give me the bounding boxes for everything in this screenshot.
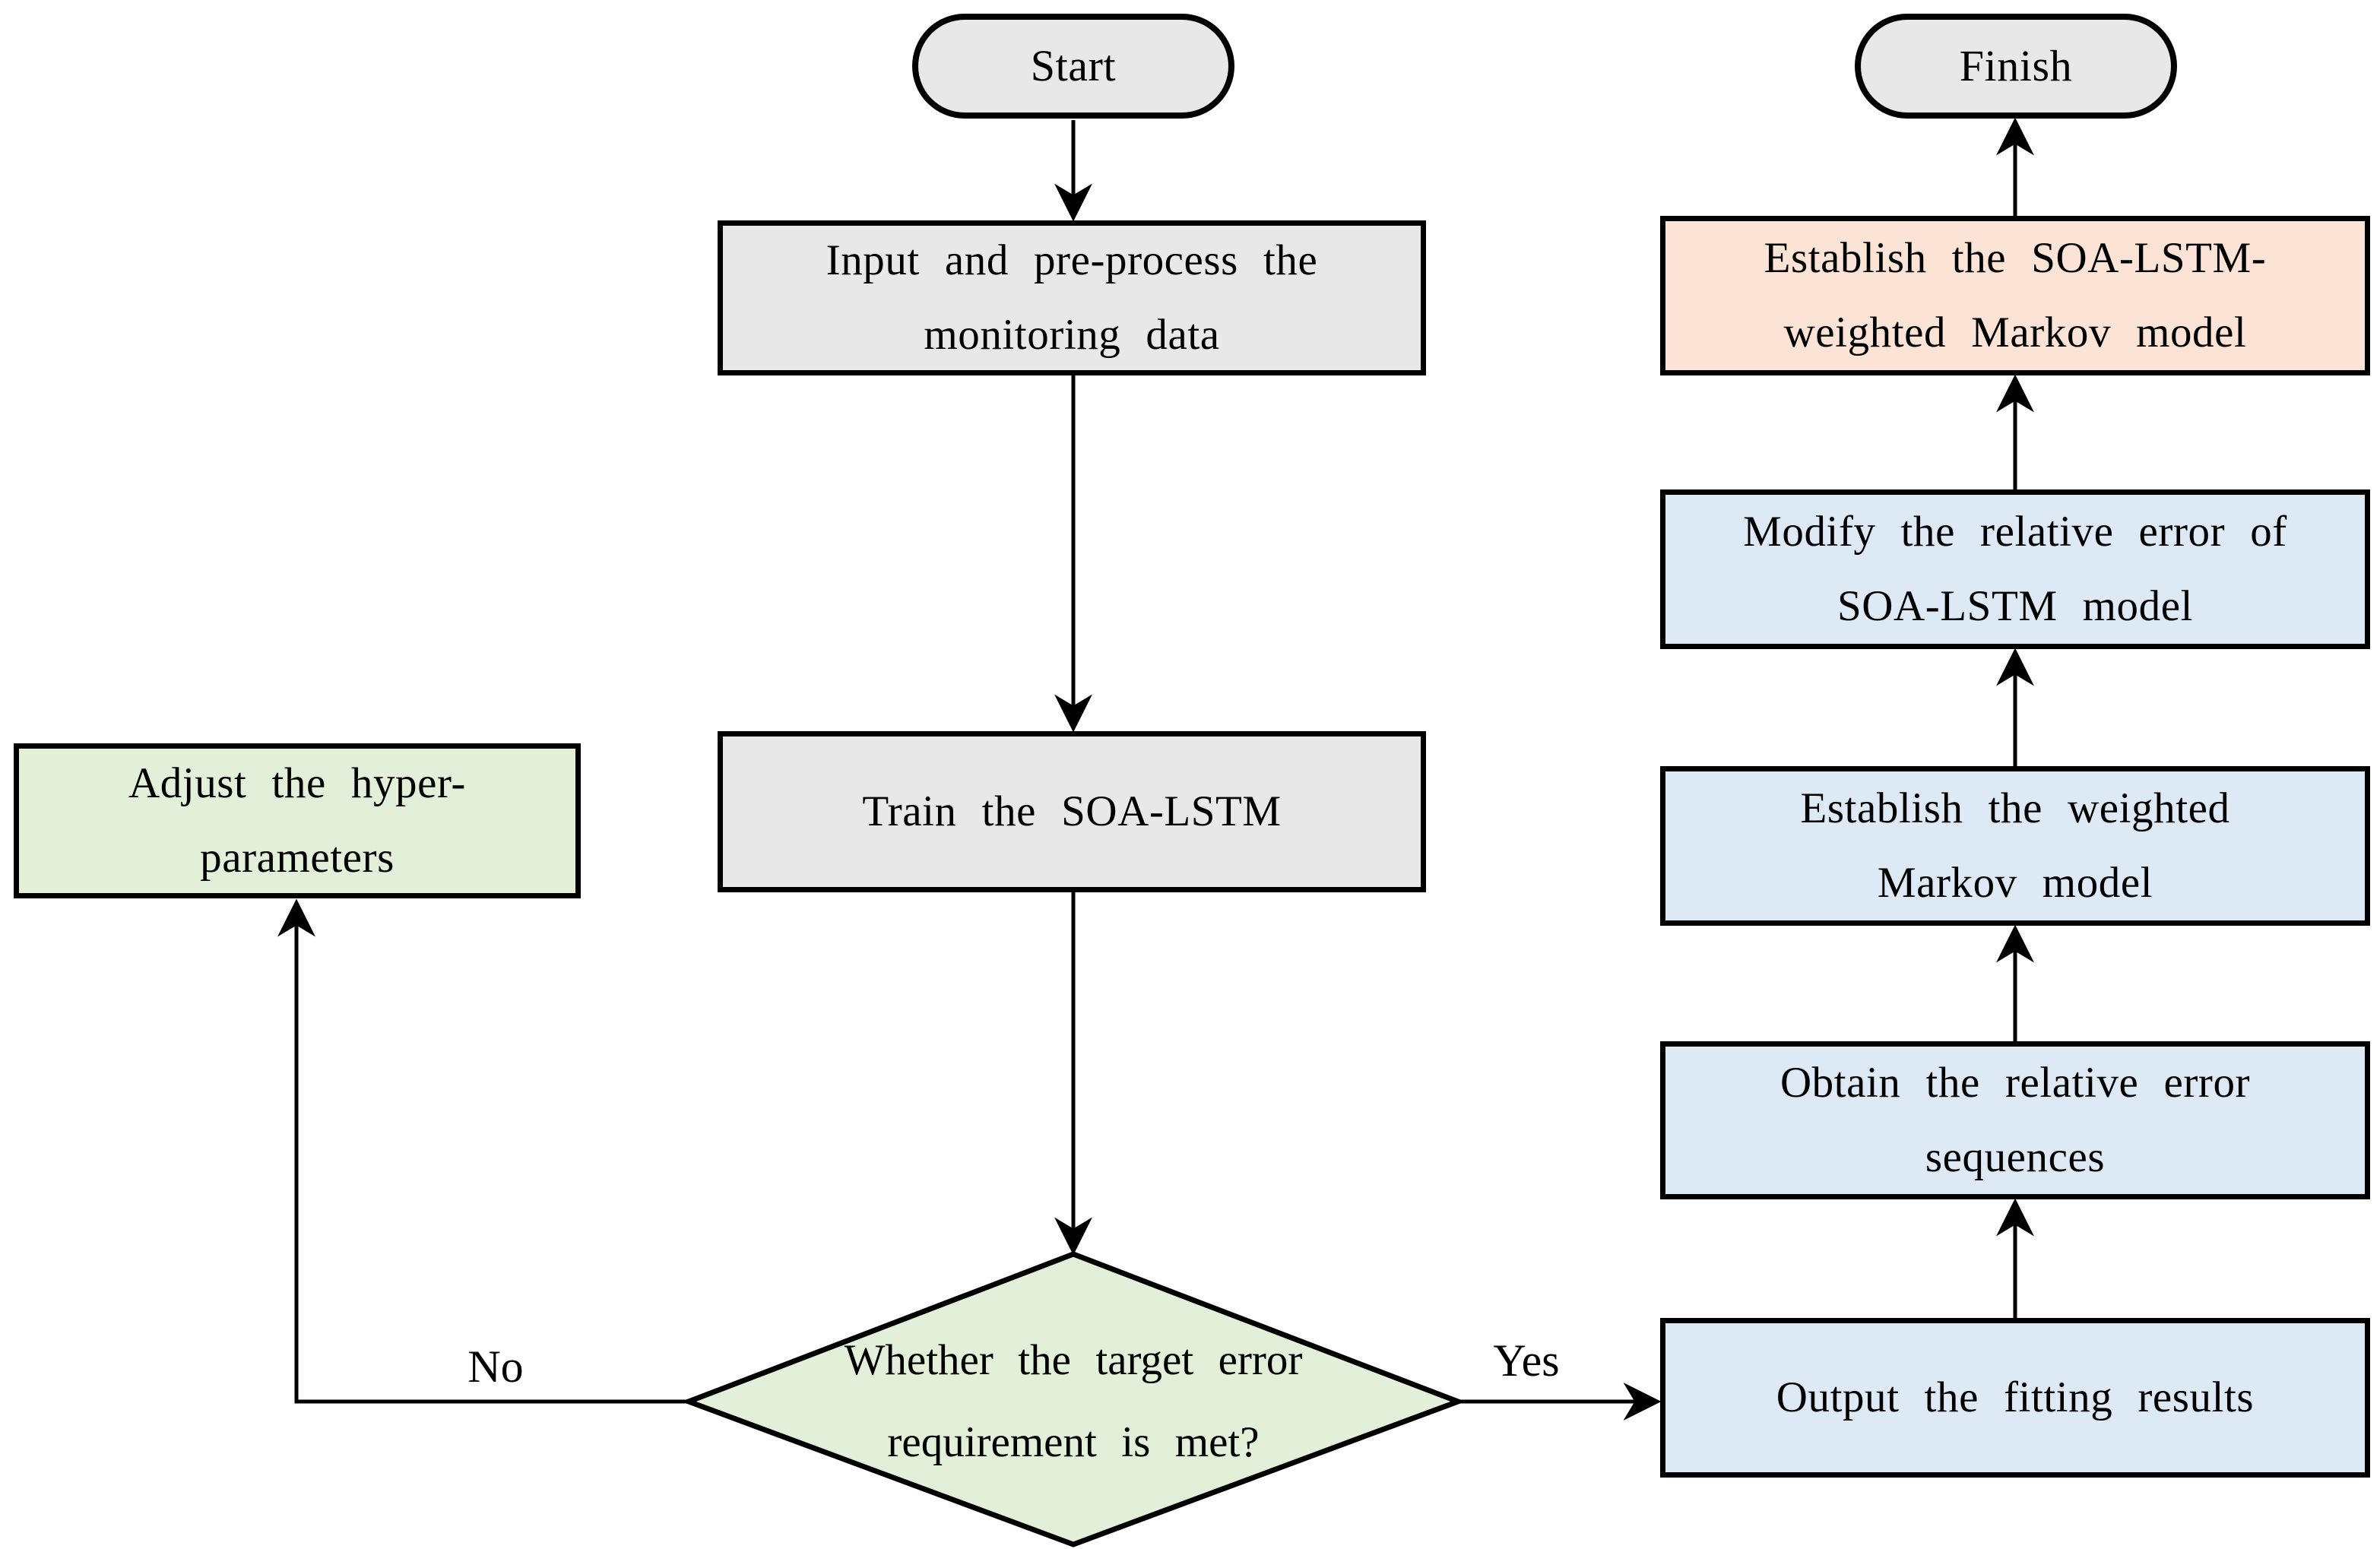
node-label-line: Adjust the hyper- [128, 759, 466, 807]
node-label-line: Establish the SOA-LSTM- [1764, 234, 2267, 282]
decision-diamond-shape [681, 1251, 1466, 1547]
node-label-line: Modify the relative error of [1743, 508, 2287, 556]
node-finish: Finish [1855, 14, 2177, 119]
node-output-fitting-results: Output the fitting results [1660, 1318, 2370, 1478]
node-label-line: Obtain the relative error [1779, 1059, 2251, 1107]
edge-label-yes: Yes [1493, 1335, 1560, 1386]
node-start: Start [912, 14, 1234, 119]
node-label-line: Whether the target error [844, 1336, 1303, 1384]
node-label-line: Input and pre-process the [826, 236, 1318, 284]
node-label-line: monitoring data [924, 311, 1220, 359]
edge-decision-adjust-no [277, 898, 689, 1404]
node-modify-relative-error: Modify the relative error of SOA-LSTM mo… [1660, 489, 2370, 649]
node-label-line: parameters [200, 834, 395, 882]
node-input-preprocess: Input and pre-process the monitoring dat… [718, 220, 1426, 375]
decision-diamond-label: Whether the target error requirement is … [731, 1319, 1415, 1484]
node-label-line: sequences [1925, 1133, 2106, 1181]
node-obtain-relative-error: Obtain the relative error sequences [1660, 1041, 2370, 1199]
node-weighted-markov: Establish the weighted Markov model [1660, 766, 2370, 926]
node-label-line: Establish the weighted [1800, 784, 2230, 832]
node-train-label: Train the SOA-LSTM [862, 787, 1282, 835]
node-label-line: requirement is met? [887, 1418, 1260, 1466]
node-train-soa-lstm: Train the SOA-LSTM [718, 731, 1426, 892]
node-start-label: Start [1030, 41, 1117, 90]
node-soa-lstm-weighted-markov: Establish the SOA-LSTM- weighted Markov … [1660, 216, 2370, 375]
edge-label-no: No [467, 1342, 524, 1392]
node-output-label: Output the fitting results [1776, 1373, 2255, 1421]
node-label-line: weighted Markov model [1783, 309, 2247, 356]
node-adjust-hyperparameters: Adjust the hyper- parameters [14, 743, 581, 898]
node-label-line: Markov model [1877, 859, 2153, 907]
node-label-line: SOA-LSTM model [1837, 582, 2193, 630]
node-finish-label: Finish [1959, 41, 2073, 90]
